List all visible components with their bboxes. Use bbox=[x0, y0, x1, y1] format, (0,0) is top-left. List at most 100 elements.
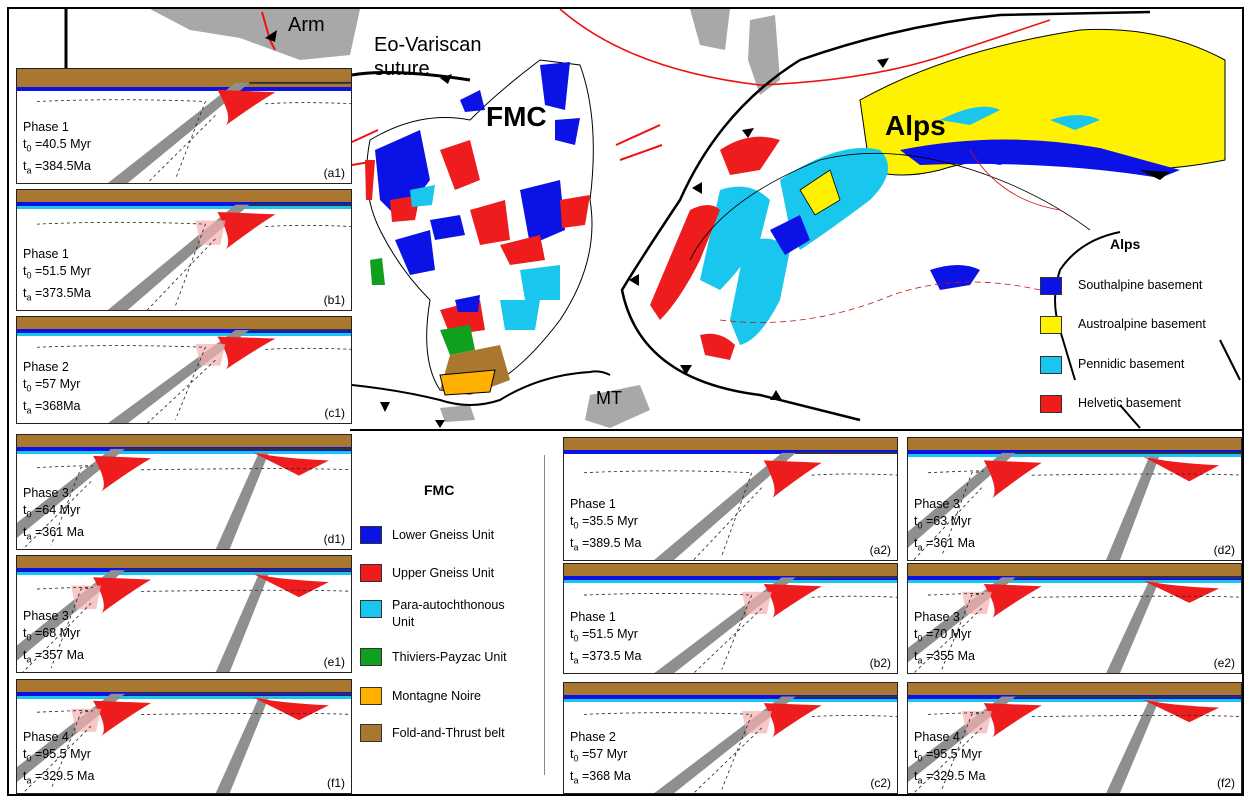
legend-lower-gneiss: Lower Gneiss Unit bbox=[392, 528, 495, 542]
swatch-fold-thrust bbox=[360, 724, 382, 742]
panel-id: (c1) bbox=[324, 406, 345, 420]
panel-t0: t0 =35.5 Myr bbox=[570, 514, 638, 531]
panel-t0: t0 =57 Myr bbox=[23, 377, 81, 394]
panel-t0: t0 =57 Myr bbox=[570, 747, 628, 764]
panel-phase: Phase 3 bbox=[914, 497, 960, 511]
panel-t0: t0 =95.5 Myr bbox=[914, 747, 982, 764]
alps-legend: Alps Southalpine basement Austroalpine b… bbox=[1020, 232, 1240, 422]
swatch-thiviers-payzac bbox=[360, 648, 382, 666]
panel-ta: ta =368Ma bbox=[23, 398, 81, 416]
panel-ta: ta =389.5 Ma bbox=[570, 535, 642, 553]
panel-caption: Phase 3 t0 =68 Myr ta =357 Ma bbox=[23, 608, 84, 668]
arm-massif bbox=[150, 9, 360, 60]
panel-t0: t0 =70 Myr bbox=[914, 627, 972, 644]
swatch-para-autochthonous bbox=[360, 600, 382, 618]
grey-massif-top bbox=[690, 9, 730, 50]
model-panel-f2: Phase 4 t0 =95.5 Myr ta =329.5 Ma (f2) bbox=[907, 682, 1242, 794]
panel-ta: ta =357 Ma bbox=[23, 647, 84, 665]
panel-ta: ta =361 Ma bbox=[23, 524, 84, 542]
model-panel-f1: Phase 4 t0 =95.5 Myr ta =329.5 Ma (f1) bbox=[16, 679, 352, 794]
arm-label: Arm bbox=[288, 14, 325, 36]
figure-frame bbox=[7, 7, 1244, 796]
panel-caption: Phase 1 t0 =51.5 Myr ta =373.5 Ma bbox=[570, 609, 641, 669]
panel-caption: Phase 3 t0 =63 Myr ta =361 Ma bbox=[914, 496, 975, 556]
panel-t0: t0 =51.5 Myr bbox=[570, 627, 638, 644]
legend-southalpine: Southalpine basement bbox=[1078, 278, 1203, 292]
swatch-lower-gneiss bbox=[360, 526, 382, 544]
grey-massif-top2 bbox=[748, 15, 780, 95]
panel-phase: Phase 3 bbox=[23, 609, 69, 623]
panel-t0: t0 =64 Myr bbox=[23, 503, 81, 520]
panel-caption: Phase 3 t0 =70 Myr ta =355 Ma bbox=[914, 609, 975, 669]
model-panel-e2: Phase 3 t0 =70 Myr ta =355 Ma (e2) bbox=[907, 563, 1242, 674]
mt-label: MT bbox=[596, 388, 622, 408]
model-panel-e1: Phase 3 t0 =68 Myr ta =357 Ma (e1) bbox=[16, 555, 352, 673]
panel-caption: Phase 1 t0 =51.5 Myr ta =373.5Ma bbox=[23, 246, 91, 306]
panel-phase: Phase 4 bbox=[914, 730, 960, 744]
panel-ta: ta =373.5 Ma bbox=[570, 648, 642, 666]
swatch-montagne-noire bbox=[360, 687, 382, 705]
panel-phase: Phase 3 bbox=[23, 486, 69, 500]
alps-label: Alps bbox=[885, 110, 946, 141]
panel-phase: Phase 1 bbox=[570, 610, 616, 624]
swatch-helvetic bbox=[1040, 395, 1062, 413]
model-panel-a1: Phase 1 t0 =40.5 Myr ta =384.5Ma (a1) bbox=[16, 68, 352, 184]
panel-t0: t0 =63 Myr bbox=[914, 514, 972, 531]
panel-id: (b2) bbox=[869, 656, 891, 670]
panel-id: (f2) bbox=[1217, 776, 1235, 790]
panel-phase: Phase 2 bbox=[570, 730, 616, 744]
panel-id: (d2) bbox=[1213, 543, 1235, 557]
legend-helvetic: Helvetic basement bbox=[1078, 396, 1181, 410]
eo-variscan-label: Eo-Variscan bbox=[374, 34, 482, 56]
alps-legend-title: Alps bbox=[1110, 236, 1141, 252]
panel-phase: Phase 3 bbox=[914, 610, 960, 624]
legend-thiviers-payzac: Thiviers-Payzac Unit bbox=[392, 650, 507, 664]
alpine-front bbox=[620, 58, 861, 422]
panel-caption: Phase 2 t0 =57 Myr ta =368 Ma bbox=[570, 729, 631, 789]
panel-caption: Phase 1 t0 =35.5 Myr ta =389.5 Ma bbox=[570, 496, 641, 556]
panel-caption: Phase 4 t0 =95.5 Myr ta =329.5 Ma bbox=[23, 729, 94, 789]
legend-para-autochthonous: Para-autochthonous bbox=[392, 598, 505, 612]
legend-para-autochthonous-line2: Unit bbox=[392, 615, 415, 629]
model-panel-d2: Phase 3 t0 =63 Myr ta =361 Ma (d2) bbox=[907, 437, 1242, 561]
panel-id: (c2) bbox=[870, 776, 891, 790]
tectonic-map bbox=[64, 9, 1241, 429]
panel-ta: ta =361 Ma bbox=[914, 535, 975, 553]
mt-massif bbox=[585, 385, 650, 428]
legend-austroalpine: Austroalpine basement bbox=[1078, 317, 1206, 331]
panel-caption: Phase 4 t0 =95.5 Myr ta =329.5 Ma bbox=[914, 729, 985, 789]
map-divider bbox=[350, 429, 1242, 431]
panel-ta: ta =329.5 Ma bbox=[23, 768, 95, 786]
panel-phase: Phase 2 bbox=[23, 360, 69, 374]
panel-phase: Phase 4 bbox=[23, 730, 69, 744]
panel-ta: ta =373.5Ma bbox=[23, 285, 91, 303]
panel-caption: Phase 2 t0 =57 Myr ta =368Ma bbox=[23, 359, 81, 419]
panel-ta: ta =329.5 Ma bbox=[914, 768, 986, 786]
model-panel-b2: Phase 1 t0 =51.5 Myr ta =373.5 Ma (b2) bbox=[563, 563, 898, 674]
panel-ta: ta =384.5Ma bbox=[23, 158, 91, 176]
panel-t0: t0 =95.5 Myr bbox=[23, 747, 91, 764]
panel-id: (e2) bbox=[1213, 656, 1235, 670]
model-panel-c1: Phase 2 t0 =57 Myr ta =368Ma (c1) bbox=[16, 316, 352, 424]
panel-ta: ta =368 Ma bbox=[570, 768, 631, 786]
panel-phase: Phase 1 bbox=[23, 247, 69, 261]
fmc-label: FMC bbox=[486, 101, 547, 132]
panel-phase: Phase 1 bbox=[23, 120, 69, 134]
swatch-pennidic bbox=[1040, 356, 1062, 374]
legend-upper-gneiss: Upper Gneiss Unit bbox=[392, 566, 495, 580]
fmc-massif bbox=[365, 59, 594, 396]
panel-id: (a1) bbox=[323, 166, 345, 180]
legend-divider bbox=[544, 455, 545, 775]
model-panel-a2: Phase 1 t0 =35.5 Myr ta =389.5 Ma (a2) bbox=[563, 437, 898, 561]
legend-pennidic: Pennidic basement bbox=[1078, 357, 1185, 371]
grey-massif-south bbox=[440, 405, 475, 422]
panel-phase: Phase 1 bbox=[570, 497, 616, 511]
panel-id: (e1) bbox=[323, 655, 345, 669]
model-panel-d1: Phase 3 t0 =64 Myr ta =361 Ma (d1) bbox=[16, 434, 352, 550]
swatch-upper-gneiss bbox=[360, 564, 382, 582]
model-panel-c2: Phase 2 t0 =57 Myr ta =368 Ma (c2) bbox=[563, 682, 898, 794]
panel-id: (f1) bbox=[327, 776, 345, 790]
panel-ta: ta =355 Ma bbox=[914, 648, 975, 666]
panel-t0: t0 =40.5 Myr bbox=[23, 137, 91, 154]
panel-t0: t0 =51.5 Myr bbox=[23, 264, 91, 281]
